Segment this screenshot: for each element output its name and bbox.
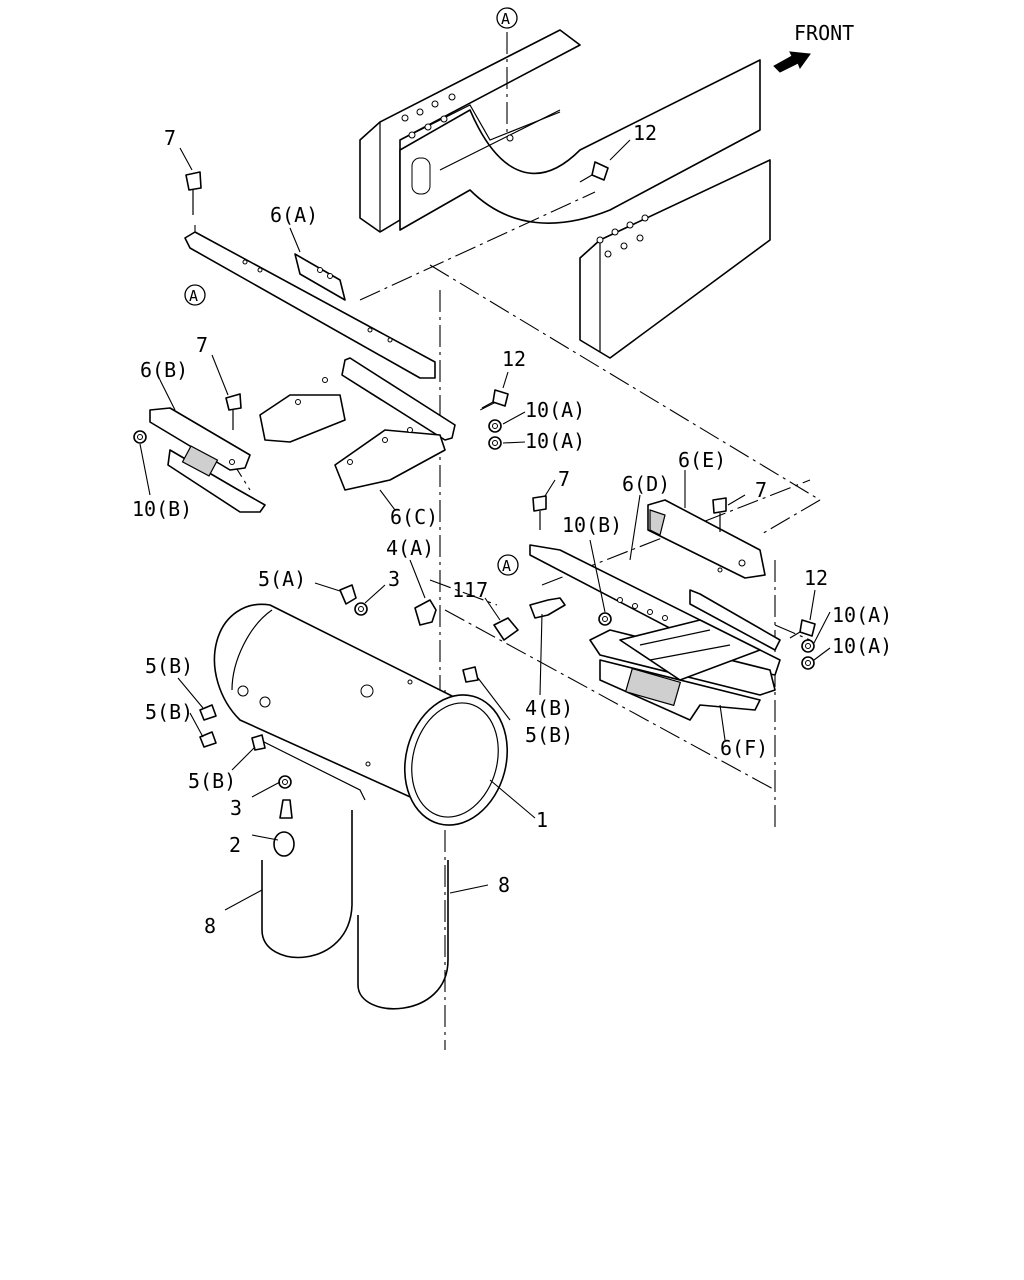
callout-10a: 10(A) bbox=[525, 429, 585, 453]
air-tank bbox=[213, 603, 509, 826]
callout-12: 12 bbox=[804, 566, 828, 590]
callout-4a: 4(A) bbox=[386, 536, 434, 560]
frame-holes bbox=[401, 93, 649, 258]
callout-10a: 10(A) bbox=[832, 634, 892, 658]
u-bolts bbox=[261, 810, 449, 1010]
callout-117: 117 bbox=[452, 578, 488, 602]
leader-lines bbox=[139, 139, 831, 911]
ref-marker-a-left: A bbox=[189, 287, 198, 305]
callout-6f: 6(F) bbox=[720, 736, 768, 760]
callout-labels: 7 6(A) 12 6(B) 7 12 10(A) 10(A) 10(B) 6(… bbox=[132, 121, 892, 938]
callout-6a: 6(A) bbox=[270, 203, 318, 227]
callout-6b: 6(B) bbox=[140, 358, 188, 382]
callout-7: 7 bbox=[558, 467, 570, 491]
callout-10b: 10(B) bbox=[562, 513, 622, 537]
bracket-6b bbox=[149, 407, 266, 513]
front-arrow-icon bbox=[773, 51, 811, 73]
callout-12: 12 bbox=[502, 347, 526, 371]
callout-8: 8 bbox=[498, 873, 510, 897]
callout-10b: 10(B) bbox=[132, 497, 192, 521]
callout-3: 3 bbox=[388, 567, 400, 591]
fittings bbox=[133, 161, 816, 857]
callout-5b: 5(B) bbox=[145, 700, 193, 724]
bracket-6c bbox=[259, 357, 456, 491]
callout-6c: 6(C) bbox=[390, 505, 438, 529]
callout-5a: 5(A) bbox=[258, 567, 306, 591]
front-label: FRONT bbox=[794, 21, 854, 45]
callout-6d: 6(D) bbox=[622, 472, 670, 496]
bracket-6a bbox=[184, 231, 436, 379]
callout-5b: 5(B) bbox=[525, 723, 573, 747]
callout-3: 3 bbox=[230, 796, 242, 820]
callout-7: 7 bbox=[164, 126, 176, 150]
ref-marker-a-top: A bbox=[501, 10, 510, 28]
callout-12: 12 bbox=[633, 121, 657, 145]
callout-7: 7 bbox=[755, 478, 767, 502]
callout-10a: 10(A) bbox=[525, 398, 585, 422]
frame-slot bbox=[411, 157, 431, 195]
ref-marker-a-right: A bbox=[502, 557, 511, 575]
callout-8: 8 bbox=[204, 914, 216, 938]
callout-5b: 5(B) bbox=[188, 769, 236, 793]
callout-7: 7 bbox=[196, 333, 208, 357]
callout-4b: 4(B) bbox=[525, 696, 573, 720]
callout-6e: 6(E) bbox=[678, 448, 726, 472]
front-indicator: FRONT bbox=[773, 21, 854, 73]
callout-1: 1 bbox=[536, 808, 548, 832]
callout-10a: 10(A) bbox=[832, 603, 892, 627]
chassis-frame bbox=[359, 29, 771, 359]
callout-5b: 5(B) bbox=[145, 654, 193, 678]
bracket-6e bbox=[647, 499, 766, 579]
callout-2: 2 bbox=[229, 833, 241, 857]
ref-markers: A A A bbox=[184, 7, 519, 576]
